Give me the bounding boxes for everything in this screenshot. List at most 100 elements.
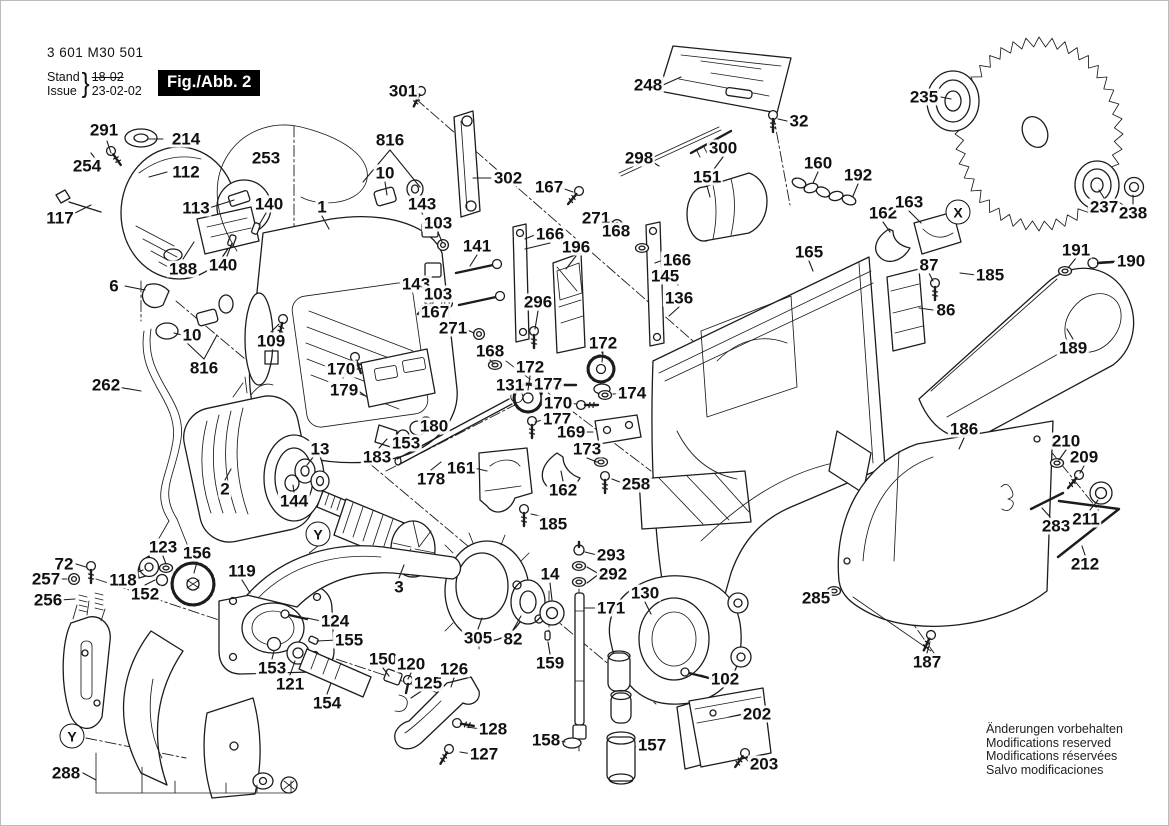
part-label-167: 167 — [532, 177, 566, 197]
part-label-162: 162 — [546, 480, 580, 500]
part-label-127: 127 — [467, 744, 501, 764]
part-label-14: 14 — [538, 564, 562, 584]
part-label-159: 159 — [533, 653, 567, 673]
issue-value: 23-02-02 — [91, 84, 142, 98]
part-label-258: 258 — [619, 474, 653, 494]
fasteners-190-191 — [1057, 257, 1115, 277]
part-label-212: 212 — [1068, 554, 1102, 574]
part-label-185: 185 — [973, 265, 1007, 285]
depth-rod-171 — [544, 540, 587, 749]
dust-chute-189 — [918, 267, 1135, 439]
part-label-235: 235 — [907, 87, 941, 107]
part-label-177: 177 — [531, 374, 565, 394]
part-label-237: 237 — [1087, 197, 1121, 217]
part-label-156: 156 — [180, 543, 214, 563]
figure-number-badge: Fig./Abb. 2 — [158, 70, 261, 96]
part-label-210: 210 — [1049, 431, 1083, 451]
detail-marker-x: X — [945, 199, 971, 225]
part-label-102: 102 — [708, 669, 742, 689]
part-label-172: 172 — [513, 357, 547, 377]
part-label-168: 168 — [599, 221, 633, 241]
part-label-140: 140 — [206, 255, 240, 275]
part-label-143: 143 — [405, 194, 439, 214]
part-label-238: 238 — [1116, 203, 1150, 223]
part-label-202: 202 — [740, 704, 774, 724]
part-label-157: 157 — [635, 735, 669, 755]
part-label-13: 13 — [308, 439, 332, 459]
part-label-203: 203 — [747, 754, 781, 774]
part-label-131: 131 — [493, 375, 527, 395]
part-label-262: 262 — [89, 375, 123, 395]
part-label-86: 86 — [934, 300, 958, 320]
part-label-271: 271 — [579, 208, 613, 228]
part-label-253: 253 — [249, 148, 283, 168]
part-label-214: 214 — [169, 129, 203, 149]
chain-160 — [791, 177, 857, 206]
bearing-block-163 — [875, 211, 962, 263]
part-label-125: 125 — [411, 673, 445, 693]
revision-block: Stand Issue } 18-02 23-02-02 — [47, 70, 144, 98]
note-en: Modifications reserved — [986, 735, 1112, 750]
note-fr: Modifications réservées — [986, 749, 1118, 763]
part-label-113: 113 — [180, 198, 212, 218]
part-label-82: 82 — [501, 629, 525, 649]
part-label-256: 256 — [31, 590, 65, 610]
detail-marker-y: Y — [59, 723, 85, 749]
part-label-153: 153 — [389, 433, 423, 453]
blade-guard-186 — [826, 420, 1054, 654]
part-label-271: 271 — [436, 318, 470, 338]
part-label-248: 248 — [631, 75, 665, 95]
part-label-153: 153 — [255, 658, 289, 678]
part-label-196: 196 — [559, 237, 593, 257]
part-label-185: 185 — [536, 514, 570, 534]
part-label-10: 10 — [180, 325, 204, 345]
part-label-3: 3 — [392, 577, 406, 597]
part-label-128: 128 — [476, 719, 510, 739]
part-label-177: 177 — [540, 409, 574, 429]
note-es: Salvo modificaciones — [986, 762, 1104, 777]
part-label-87: 87 — [917, 255, 941, 275]
part-label-165: 165 — [792, 242, 826, 262]
part-label-257: 257 — [29, 569, 63, 589]
part-label-254: 254 — [70, 156, 104, 176]
part-label-72: 72 — [52, 554, 76, 574]
part-label-179: 179 — [327, 380, 361, 400]
part-label-305: 305 — [461, 628, 495, 648]
part-label-124: 124 — [318, 611, 352, 631]
dust-elbow-151 — [686, 172, 768, 242]
part-label-190: 190 — [1114, 251, 1148, 271]
part-label-119: 119 — [226, 561, 258, 581]
part-label-136: 136 — [662, 288, 696, 308]
part-label-130: 130 — [628, 583, 662, 603]
part-label-209: 209 — [1067, 447, 1101, 467]
part-label-172: 172 — [586, 333, 620, 353]
part-label-180: 180 — [417, 416, 451, 436]
knob-and-hex-key — [1029, 457, 1121, 559]
part-label-293: 293 — [594, 545, 628, 565]
part-label-170: 170 — [541, 393, 575, 413]
part-label-154: 154 — [310, 693, 344, 713]
part-label-167: 167 — [418, 302, 452, 322]
part-label-103: 103 — [421, 284, 455, 304]
title-block: 3 601 M30 501 Stand Issue } 18-02 23-02-… — [47, 45, 144, 98]
part-label-163: 163 — [892, 192, 926, 212]
part-label-171: 171 — [594, 598, 628, 618]
part-label-292: 292 — [596, 564, 630, 584]
part-label-141: 141 — [460, 236, 494, 256]
part-label-6: 6 — [107, 276, 121, 296]
part-label-285: 285 — [799, 588, 833, 608]
part-label-117: 117 — [44, 208, 76, 228]
switch-brush-group — [55, 143, 261, 340]
part-label-32: 32 — [787, 111, 811, 131]
guide-bars — [453, 110, 665, 354]
part-label-2: 2 — [218, 479, 232, 499]
leader-lines — [57, 76, 1134, 781]
part-label-187: 187 — [910, 652, 944, 672]
part-label-301: 301 — [386, 81, 420, 101]
part-label-126: 126 — [437, 659, 471, 679]
part-label-169: 169 — [554, 422, 588, 442]
part-label-178: 178 — [414, 469, 448, 489]
bracket-86 — [886, 268, 941, 352]
part-label-161: 161 — [444, 458, 478, 478]
part-label-191: 191 — [1059, 240, 1093, 260]
